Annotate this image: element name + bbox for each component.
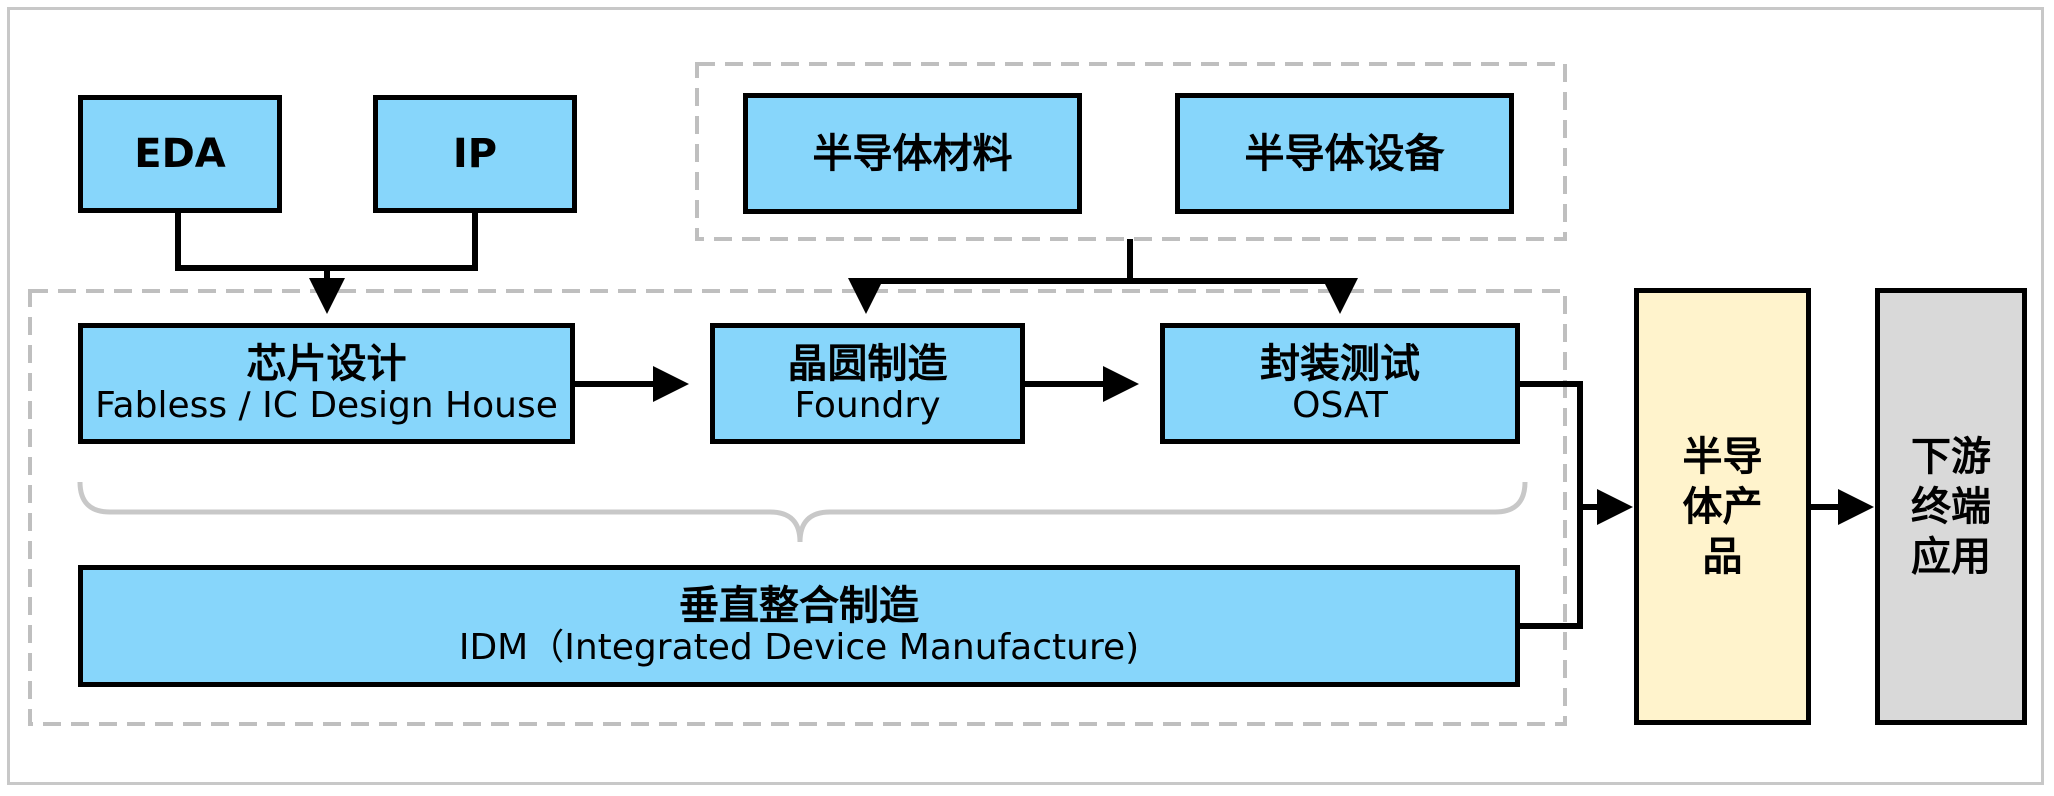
eda-box: EDA xyxy=(78,95,282,213)
equipment-box: 半导体设备 xyxy=(1175,93,1514,214)
chip-design-subtitle: Fabless / IC Design House xyxy=(95,384,558,426)
outer-frame xyxy=(7,7,2044,785)
chip-design-box: 芯片设计 Fabless / IC Design House xyxy=(78,323,575,444)
grouping-brace xyxy=(77,481,1528,543)
materials-equipment-group xyxy=(695,62,1567,241)
packaging-subtitle: OSAT xyxy=(1292,384,1388,426)
idm-box: 垂直整合制造 IDM（Integrated Device Manufacture… xyxy=(78,565,1520,687)
materials-box: 半导体材料 xyxy=(743,93,1082,214)
osat-to-product-connector xyxy=(1517,381,1583,629)
downstream-application-label: 下游终端应用 xyxy=(1911,433,1991,580)
wafer-fab-subtitle: Foundry xyxy=(794,384,941,426)
eda-label: EDA xyxy=(134,131,226,177)
ip-box: IP xyxy=(373,95,577,213)
idm-title: 垂直整合制造 xyxy=(679,583,919,629)
semiconductor-product-box: 半导体产品 xyxy=(1634,288,1811,725)
manufacturing-group xyxy=(28,289,1567,726)
packaging-box: 封装测试 OSAT xyxy=(1160,323,1520,444)
semiconductor-product-label: 半导体产品 xyxy=(1682,433,1763,580)
packaging-title: 封装测试 xyxy=(1260,340,1420,387)
wafer-fab-title: 晶圆制造 xyxy=(787,340,948,387)
chip-design-title: 芯片设计 xyxy=(246,340,407,387)
equipment-label: 半导体设备 xyxy=(1244,130,1445,177)
idm-subtitle: IDM（Integrated Device Manufacture) xyxy=(458,627,1140,668)
downstream-application-box: 下游终端应用 xyxy=(1875,288,2027,725)
materials-label: 半导体材料 xyxy=(812,130,1013,177)
ip-label: IP xyxy=(452,131,498,177)
eda-ip-connector xyxy=(175,213,478,271)
wafer-fab-box: 晶圆制造 Foundry xyxy=(710,323,1025,444)
